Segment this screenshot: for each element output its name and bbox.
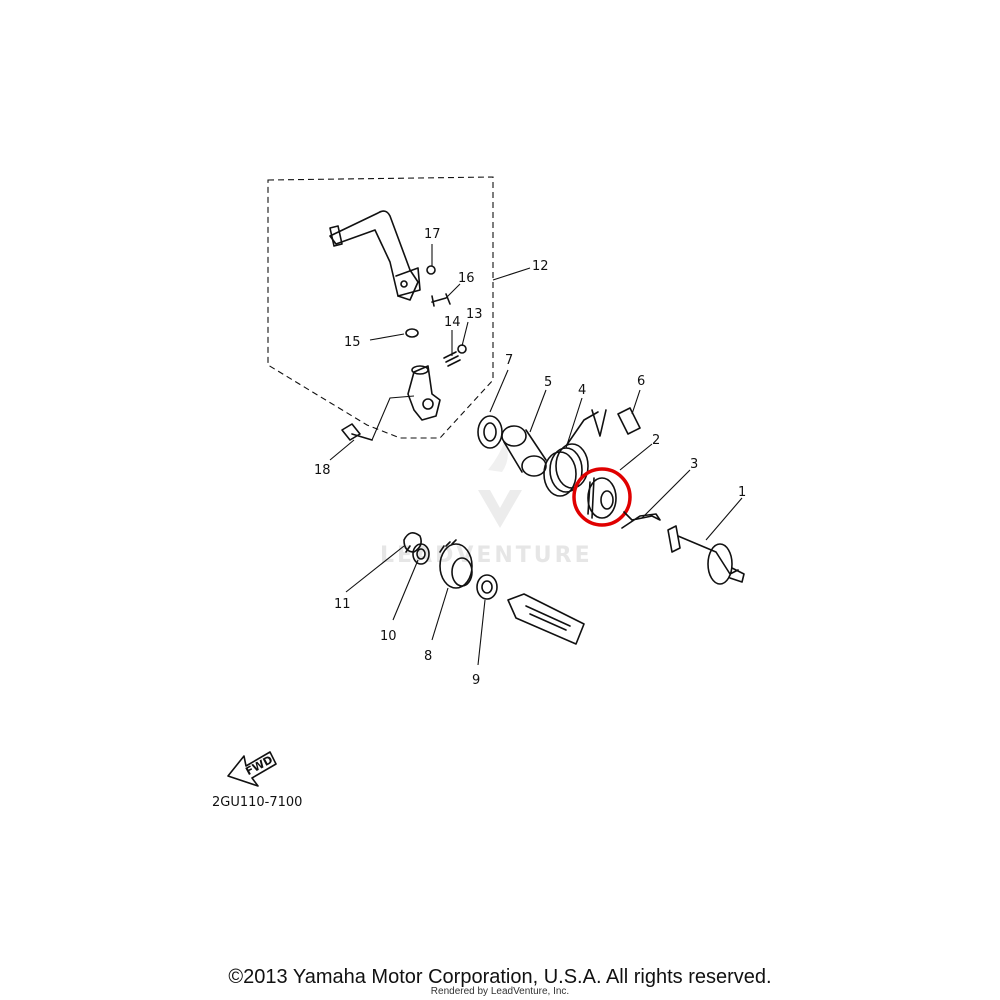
copyright-text: ©2013 Yamaha Motor Corporation, U.S.A. A…	[228, 966, 772, 988]
label-11: 11	[334, 597, 351, 612]
part-10-washer	[412, 543, 430, 565]
part-1-kick-shaft	[667, 525, 745, 585]
pedal-boss	[407, 365, 441, 421]
label-16: 16	[458, 271, 475, 286]
label-5: 5	[544, 375, 552, 390]
part-3-clip	[621, 511, 661, 529]
part-8-kick-gear	[439, 539, 473, 589]
part-labels: 1 2 3 4 5 6 7 8 9 10 11 12 13 14 15 16 1…	[314, 227, 746, 688]
pedal-assembly-boundary	[267, 176, 494, 439]
part-6-pin	[617, 407, 641, 435]
transmission-shaft	[507, 593, 585, 645]
part-2-ratchet-wheel	[587, 477, 617, 519]
label-9: 9	[472, 673, 480, 688]
label-13: 13	[466, 307, 483, 322]
label-6: 6	[637, 374, 645, 389]
label-12: 12	[532, 259, 549, 274]
label-15: 15	[344, 335, 361, 350]
part-17-ball	[426, 265, 436, 275]
part-14-spring	[443, 351, 461, 367]
label-4: 4	[578, 383, 586, 398]
watermark-text: LEADVENTURE	[380, 543, 593, 568]
part-18-bolt	[341, 423, 373, 441]
watermark: LEADVENTURE	[380, 440, 593, 568]
label-1: 1	[738, 485, 746, 500]
highlight-circle	[572, 467, 632, 527]
part-5-bushing	[501, 425, 547, 477]
label-3: 3	[690, 457, 698, 472]
part-16-bolt	[431, 293, 451, 307]
rendered-by-text: Rendered by LeadVenture, Inc.	[430, 986, 570, 997]
part-11-circlip	[403, 532, 422, 553]
label-10: 10	[380, 629, 397, 644]
kick-pedal	[329, 210, 421, 301]
fwd-arrow: FWD	[227, 751, 277, 787]
part-4-torsion-spring	[543, 409, 607, 497]
part-15-o-ring	[405, 328, 419, 338]
leader-lines	[329, 244, 743, 666]
part-7-bearing	[477, 415, 503, 449]
label-7: 7	[505, 353, 513, 368]
label-18: 18	[314, 463, 331, 478]
drawing-code: 2GU110-7100	[212, 795, 302, 810]
part-13-ball	[457, 344, 467, 354]
label-2: 2	[652, 433, 660, 448]
label-14: 14	[444, 315, 461, 330]
label-17: 17	[424, 227, 441, 242]
label-8: 8	[424, 649, 432, 664]
part-9-washer	[476, 574, 498, 600]
